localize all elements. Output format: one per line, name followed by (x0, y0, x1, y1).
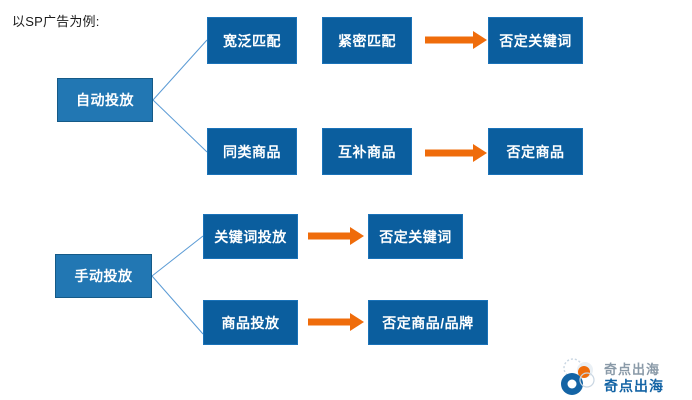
node-manual-r1-stage1[interactable]: 关键词投放 (203, 214, 298, 259)
singularity-logo-icon (561, 358, 595, 395)
node-auto-root[interactable]: 自动投放 (57, 78, 153, 122)
watermark-brand-text: 奇点出海 奇点出海 (604, 362, 664, 394)
slide-caption: 以SP广告为例: (12, 14, 100, 29)
node-auto-r2-stage2[interactable]: 互补商品 (322, 128, 412, 175)
node-auto-r1-stage3[interactable]: 否定关键词 (488, 17, 583, 64)
watermark-logo: 奇点出海 奇点出海 (560, 354, 688, 398)
node-manual-r1-stage2[interactable]: 否定关键词 (368, 214, 463, 259)
node-auto-r2-stage1[interactable]: 同类商品 (207, 128, 297, 175)
node-manual-root[interactable]: 手动投放 (55, 254, 152, 298)
node-manual-r2-stage1[interactable]: 商品投放 (203, 300, 298, 345)
svg-text:奇点出海: 奇点出海 (604, 362, 660, 377)
node-auto-r2-stage3[interactable]: 否定商品 (488, 128, 583, 175)
svg-text:奇点出海: 奇点出海 (604, 378, 664, 394)
node-auto-r1-stage1[interactable]: 宽泛匹配 (207, 17, 297, 64)
node-manual-r2-stage2[interactable]: 否定商品/品牌 (368, 300, 488, 345)
node-auto-r1-stage2[interactable]: 紧密匹配 (322, 17, 412, 64)
